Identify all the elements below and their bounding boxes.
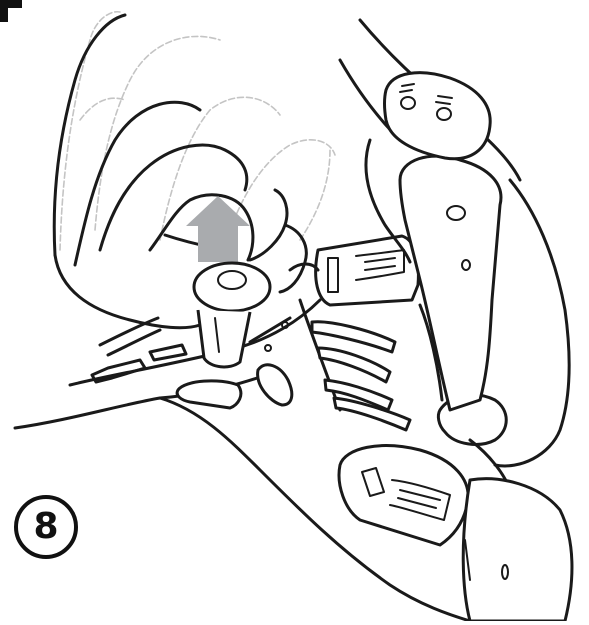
corner-bracket-icon [0,0,22,22]
strap-tab [385,73,491,159]
board-pads [177,365,292,408]
ghost-hand-outline [60,12,335,250]
step-badge: 8 [14,495,78,559]
release-knob [194,263,270,367]
lower-buckle [339,446,468,545]
step-number: 8 [33,509,58,545]
lower-strap-end [463,479,572,621]
center-plate [300,300,410,430]
